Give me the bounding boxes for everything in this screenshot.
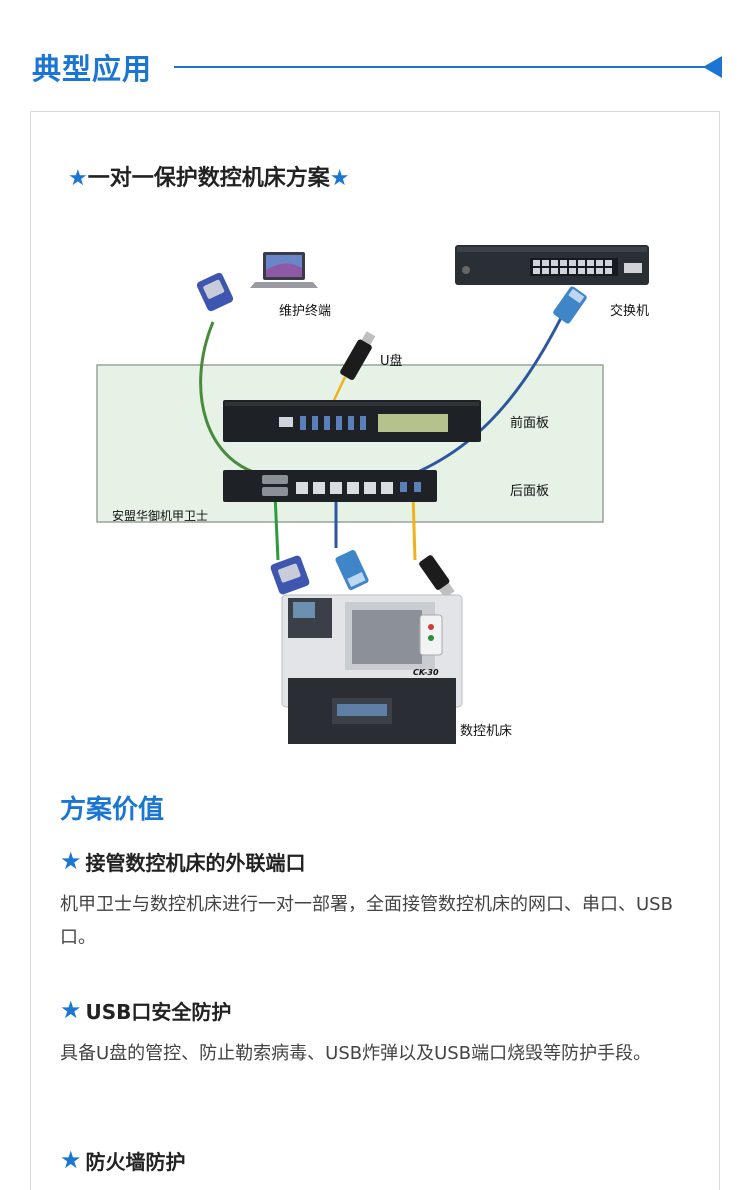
section-header: 典型应用 bbox=[0, 0, 750, 110]
star-icon: ★ bbox=[68, 166, 88, 191]
network-switch bbox=[455, 245, 649, 285]
serial-connector-bottom bbox=[270, 555, 310, 595]
star-icon: ★ bbox=[60, 1146, 82, 1174]
title-divider-line bbox=[174, 66, 710, 68]
label-rear-panel: 后面板 bbox=[510, 484, 550, 499]
serial-connector-top bbox=[196, 272, 234, 312]
front-panel-device bbox=[223, 400, 481, 442]
title-arrow-icon bbox=[703, 56, 722, 78]
label-switch: 交换机 bbox=[610, 304, 650, 319]
diagram-title: ★一对一保护数控机床方案★ bbox=[68, 160, 349, 192]
console-cable bbox=[199, 321, 269, 478]
feature-item: ★ USB口安全防护 具备U盘的管控、防止勒索病毒、USB炸弹以及USB端口烧毁… bbox=[60, 995, 700, 1070]
value-section-title: 方案价值 bbox=[60, 795, 165, 825]
feature-heading: ★ 防火墙防护 bbox=[60, 1145, 700, 1175]
usb-drive bbox=[340, 331, 376, 380]
section-title: 典型应用 bbox=[32, 52, 153, 86]
feature-heading-text: 接管数控机床的外联端口 bbox=[85, 850, 306, 875]
label-front-panel: 前面板 bbox=[510, 416, 550, 431]
diagram-title-text: 一对一保护数控机床方案 bbox=[87, 166, 330, 191]
label-device: 安盟华御机甲卫士 bbox=[112, 509, 209, 523]
feature-heading: ★ USB口安全防护 bbox=[60, 995, 700, 1025]
rear-panel-device bbox=[223, 470, 437, 502]
feature-heading-text: USB口安全防护 bbox=[85, 999, 232, 1024]
serial-down-cable bbox=[273, 493, 280, 561]
feature-description: 具备U盘的管控、防止勒索病毒、USB炸弹以及USB端口烧毁等防护手段。 bbox=[60, 1043, 652, 1064]
feature-item: ★ 接管数控机床的外联端口 机甲卫士与数控机床进行一对一部署，全面接管数控机床的… bbox=[60, 846, 700, 954]
ethernet-plug-top bbox=[553, 286, 587, 324]
usb-plug-bottom bbox=[419, 555, 455, 599]
label-cnc: 数控机床 bbox=[460, 724, 513, 739]
label-cnc-model: CK-30 bbox=[413, 668, 439, 677]
network-diagram bbox=[96, 245, 649, 744]
label-usb: U盘 bbox=[380, 354, 403, 369]
ethernet-plug-bottom bbox=[335, 550, 369, 590]
cnc-machine bbox=[281, 594, 463, 744]
feature-item: ★ 防火墙防护 bbox=[60, 1145, 700, 1175]
star-icon: ★ bbox=[60, 847, 82, 875]
feature-description: 机甲卫士与数控机床进行一对一部署，全面接管数控机床的网口、串口、USB口。 bbox=[60, 894, 673, 948]
usb-down-cable bbox=[411, 492, 417, 561]
star-icon: ★ bbox=[329, 166, 350, 191]
label-terminal: 维护终端 bbox=[279, 304, 332, 319]
maintenance-terminal-laptop bbox=[250, 252, 318, 288]
feature-heading-text: 防火墙防护 bbox=[85, 1149, 186, 1174]
feature-heading: ★ 接管数控机床的外联端口 bbox=[60, 846, 700, 876]
star-icon: ★ bbox=[60, 996, 82, 1024]
